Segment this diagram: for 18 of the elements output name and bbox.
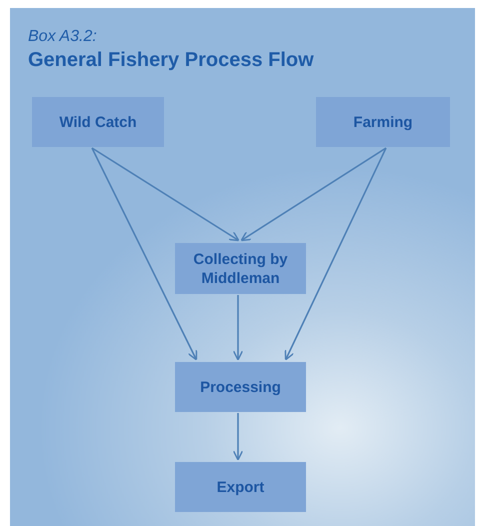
arrow [232, 413, 244, 461]
arrow [232, 295, 244, 361]
box-text: Export [216, 478, 264, 496]
process-box [175, 362, 306, 412]
process-box [316, 97, 450, 147]
process-box [175, 243, 306, 294]
arrow [284, 148, 387, 361]
box-text: Wild Catch [59, 112, 137, 132]
box-text: Processing [200, 378, 281, 396]
arrow [240, 147, 386, 242]
process-box [32, 97, 164, 147]
process-box [175, 462, 306, 512]
diagram-title: General Fishery Process Flow [28, 49, 314, 72]
box-text: Collecting by Middleman [192, 250, 289, 288]
arrow [92, 147, 240, 242]
arrow [91, 148, 198, 361]
box-label: Box A3.2: [28, 28, 97, 46]
box-text: Farming [353, 112, 413, 132]
